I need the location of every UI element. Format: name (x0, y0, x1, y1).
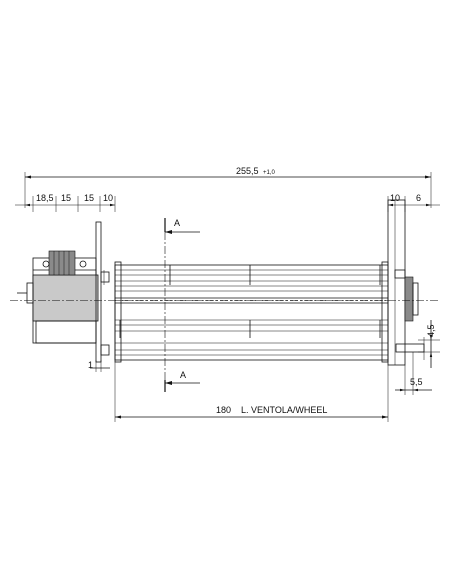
wheel-length-label: L. VENTOLA/WHEEL (241, 405, 327, 415)
motor-coil (48, 250, 76, 276)
motor-assembly (17, 221, 110, 363)
dim-1: 1 (88, 360, 93, 370)
dim-1-group: 1 (88, 360, 110, 372)
dim-18-5: 18,5 (36, 193, 54, 203)
left-mounting-plate (95, 221, 102, 363)
right-mounting-plate (387, 199, 406, 366)
right-stud (395, 343, 425, 353)
dim-4-5: 4,5 (426, 324, 436, 337)
left-chain-dimensions: 18,5 15 15 10 (15, 193, 116, 212)
overall-dimension-value: 255,5 (236, 166, 259, 176)
dim-6-right: 6 (416, 193, 421, 203)
section-label-top: A (174, 218, 180, 228)
wheel-length-dimension: 180 L. VENTOLA/WHEEL (114, 362, 389, 422)
dim-5-5-group: 5,5 (395, 352, 432, 395)
dim-5-5: 5,5 (410, 377, 423, 387)
motor-screw-left (42, 260, 50, 268)
section-line-a-a: A A (164, 218, 200, 392)
motor-screw-right (79, 260, 87, 268)
dim-15-a: 15 (61, 193, 71, 203)
section-label-bottom: A (180, 370, 186, 380)
overall-dimension-tolerance: +1,0 (263, 170, 276, 176)
right-bearing (404, 276, 414, 322)
wheel-length-value: 180 (216, 405, 231, 415)
overall-dimension: 255,5 +1,0 (24, 166, 432, 208)
dim-15-b: 15 (84, 193, 94, 203)
dim-10-right: 10 (390, 193, 400, 203)
dim-4-5-group: 4,5 (418, 320, 440, 368)
right-chain-dimensions: 10 6 (387, 193, 440, 212)
dim-10-left: 10 (103, 193, 113, 203)
right-mounting-assembly (387, 199, 425, 366)
impeller-wheel (114, 261, 389, 363)
